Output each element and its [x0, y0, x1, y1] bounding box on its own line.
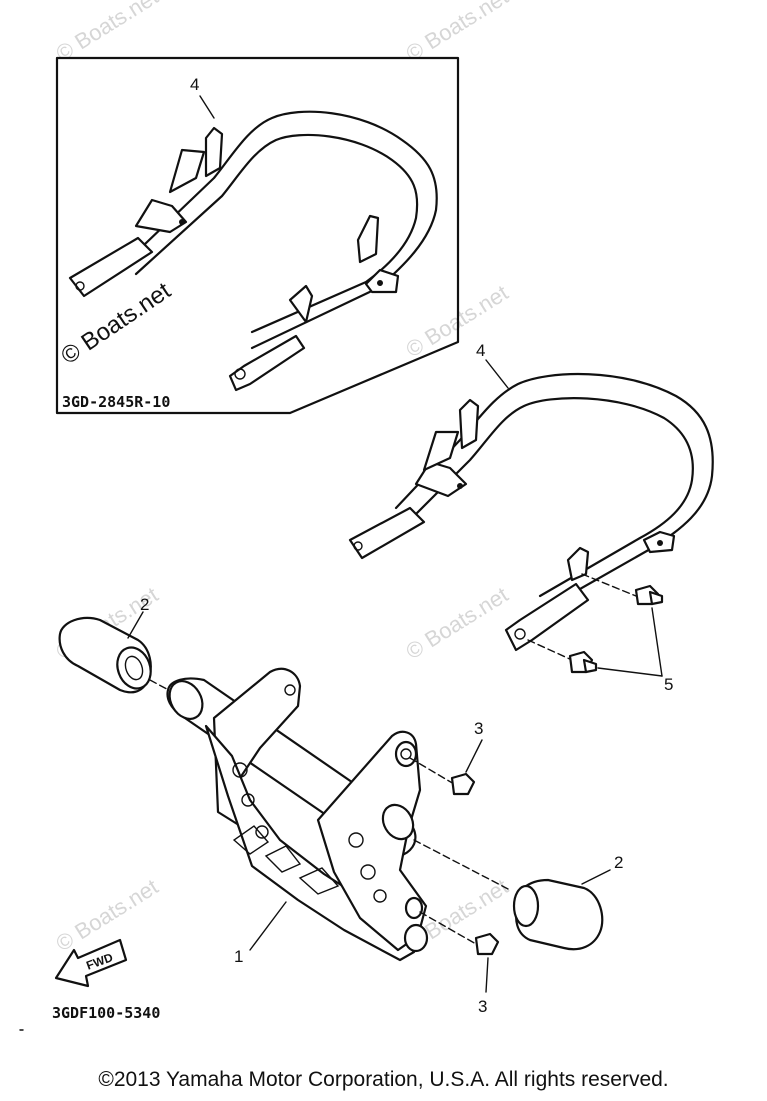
- front-bumper: [166, 667, 429, 962]
- bolts-3: [409, 739, 500, 993]
- watermark: © Boats.net: [401, 582, 512, 664]
- bolts-5: [527, 573, 664, 677]
- copyright-notice: ©2013 Yamaha Motor Corporation, U.S.A. A…: [98, 1068, 669, 1091]
- callout-2-right: 2: [614, 853, 623, 872]
- watermark: © Boats.net: [51, 0, 162, 66]
- callout-4: 4: [476, 341, 485, 360]
- callout-3-upper: 3: [474, 719, 483, 738]
- diagram-code: 3GDF100-5340: [52, 1004, 160, 1022]
- end-cap-left: [58, 611, 177, 695]
- watermark: © Boats.net: [51, 874, 162, 956]
- inset-watermark: © Boats.net: [56, 277, 176, 370]
- end-cap-right: [413, 839, 611, 951]
- inset-code: 3GD-2845R-10: [62, 393, 170, 411]
- callout-1: 1: [234, 947, 243, 966]
- callout-4-inset: 4: [190, 75, 199, 94]
- fwd-arrow: FWD: [54, 938, 128, 988]
- inset-rear-bumper: [68, 95, 438, 392]
- rear-bumper: [348, 359, 714, 652]
- callout-3-lower: 3: [478, 997, 487, 1016]
- callout-5: 5: [664, 675, 673, 694]
- callout-2-left: 2: [140, 595, 149, 614]
- watermark: © Boats.net: [401, 0, 512, 66]
